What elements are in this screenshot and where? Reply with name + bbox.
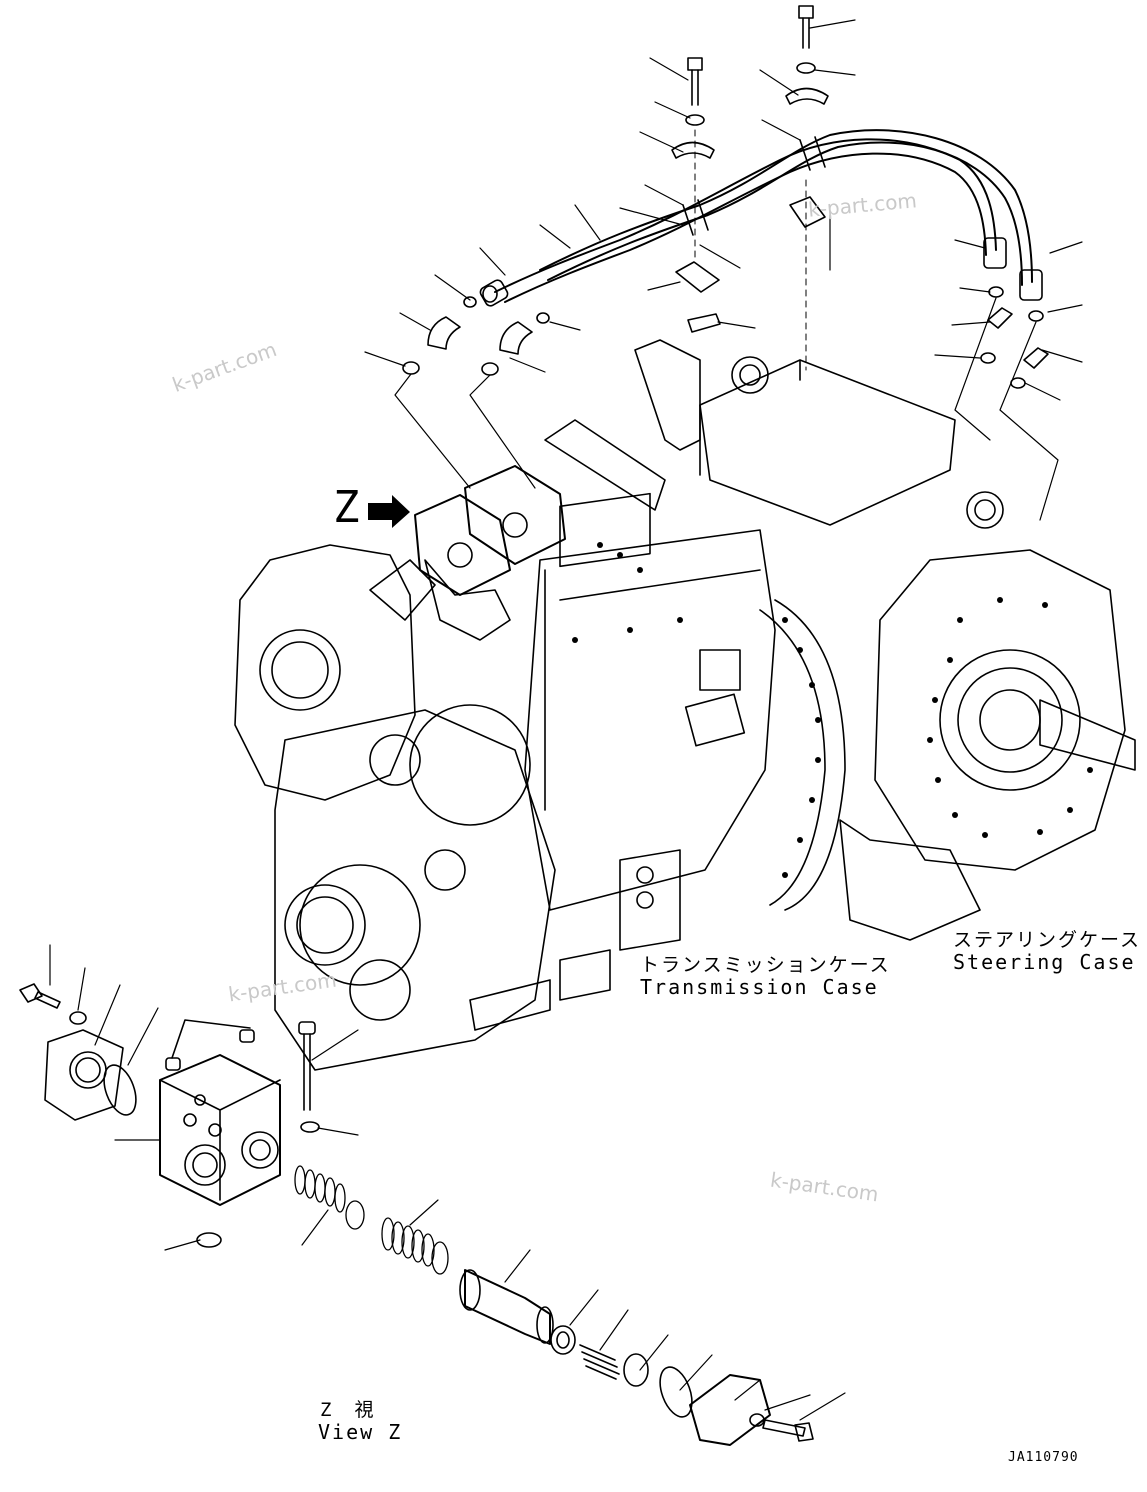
bolt-pattern [572, 542, 1093, 878]
z-view-marker: Z [333, 482, 360, 533]
leader-lines-top [364, 19, 1083, 521]
clamp-hardware [671, 5, 829, 371]
transmission-case-label-en: Transmission Case [640, 975, 879, 999]
hose-assembly [479, 129, 1043, 307]
elbow-fittings [402, 286, 1049, 389]
drawing-code: JA110790 [1008, 1450, 1079, 1465]
steering-case-label-en: Steering Case [953, 950, 1136, 974]
leader-lines-bottom [49, 944, 846, 1421]
view-z-label-en: View Z [318, 1420, 403, 1444]
transmission-body [234, 339, 1136, 1071]
view-z-label-jp: Z 視 [320, 1399, 376, 1421]
steering-case-label-jp: ステアリングケース [953, 929, 1142, 951]
view-z-parts [19, 983, 814, 1446]
steering-pump [369, 465, 566, 641]
z-arrow [368, 495, 410, 528]
transmission-case-label-jp: トランスミッションケース [640, 954, 891, 976]
